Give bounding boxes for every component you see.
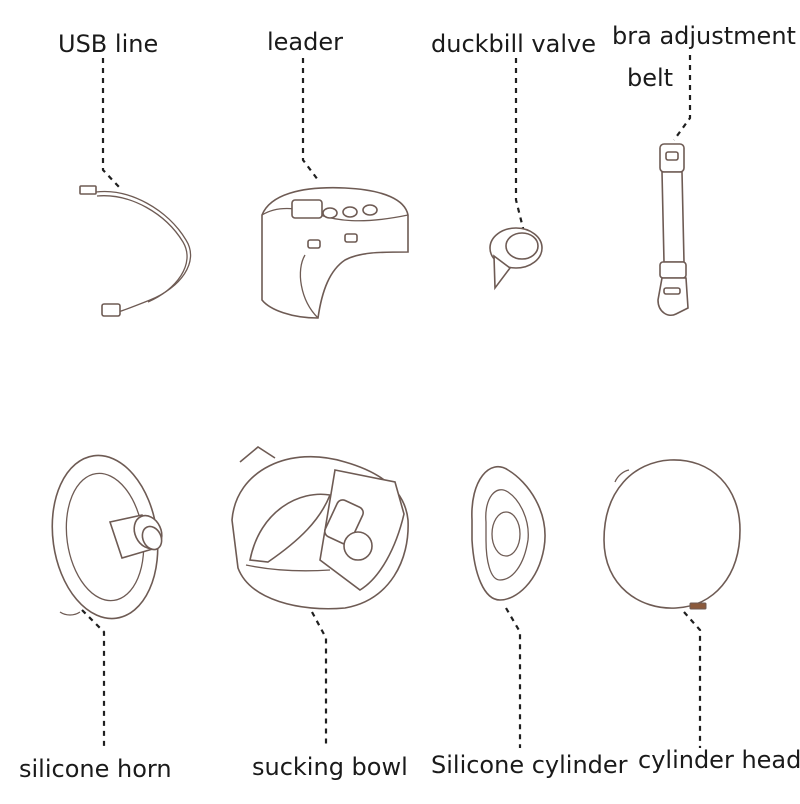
silicone-cylinder-leader <box>505 607 522 748</box>
cylinder-head-illustration <box>603 459 741 610</box>
leader-leader <box>301 58 319 181</box>
bra-belt-illustration <box>657 143 689 316</box>
bra-belt-leader <box>673 55 692 141</box>
silicone-horn-leader <box>81 609 106 748</box>
label-leader: leader <box>267 28 344 56</box>
usb-line-leader <box>101 58 121 189</box>
sucking-bowl-illustration <box>231 446 409 610</box>
leader-unit-illustration <box>261 186 409 319</box>
label-bra-adjustment: bra adjustment <box>612 22 796 50</box>
label-silicone-horn: silicone horn <box>19 755 172 783</box>
duckbill-valve-illustration <box>489 227 543 291</box>
silicone-cylinder-illustration <box>471 465 546 601</box>
usb-cable-illustration <box>79 185 192 317</box>
duckbill-valve-leader <box>514 58 526 233</box>
label-belt: belt <box>627 64 674 92</box>
cylinder-head-leader <box>683 611 702 748</box>
label-cylinder-head: cylinder head <box>638 746 800 774</box>
label-sucking-bowl: sucking bowl <box>252 753 408 781</box>
label-silicone-cylinder: Silicone cylinder <box>431 751 628 779</box>
label-usb-line: USB line <box>58 30 159 58</box>
silicone-horn-illustration <box>51 454 163 620</box>
sucking-bowl-leader <box>311 611 328 748</box>
label-duckbill-valve: duckbill valve <box>431 30 596 58</box>
